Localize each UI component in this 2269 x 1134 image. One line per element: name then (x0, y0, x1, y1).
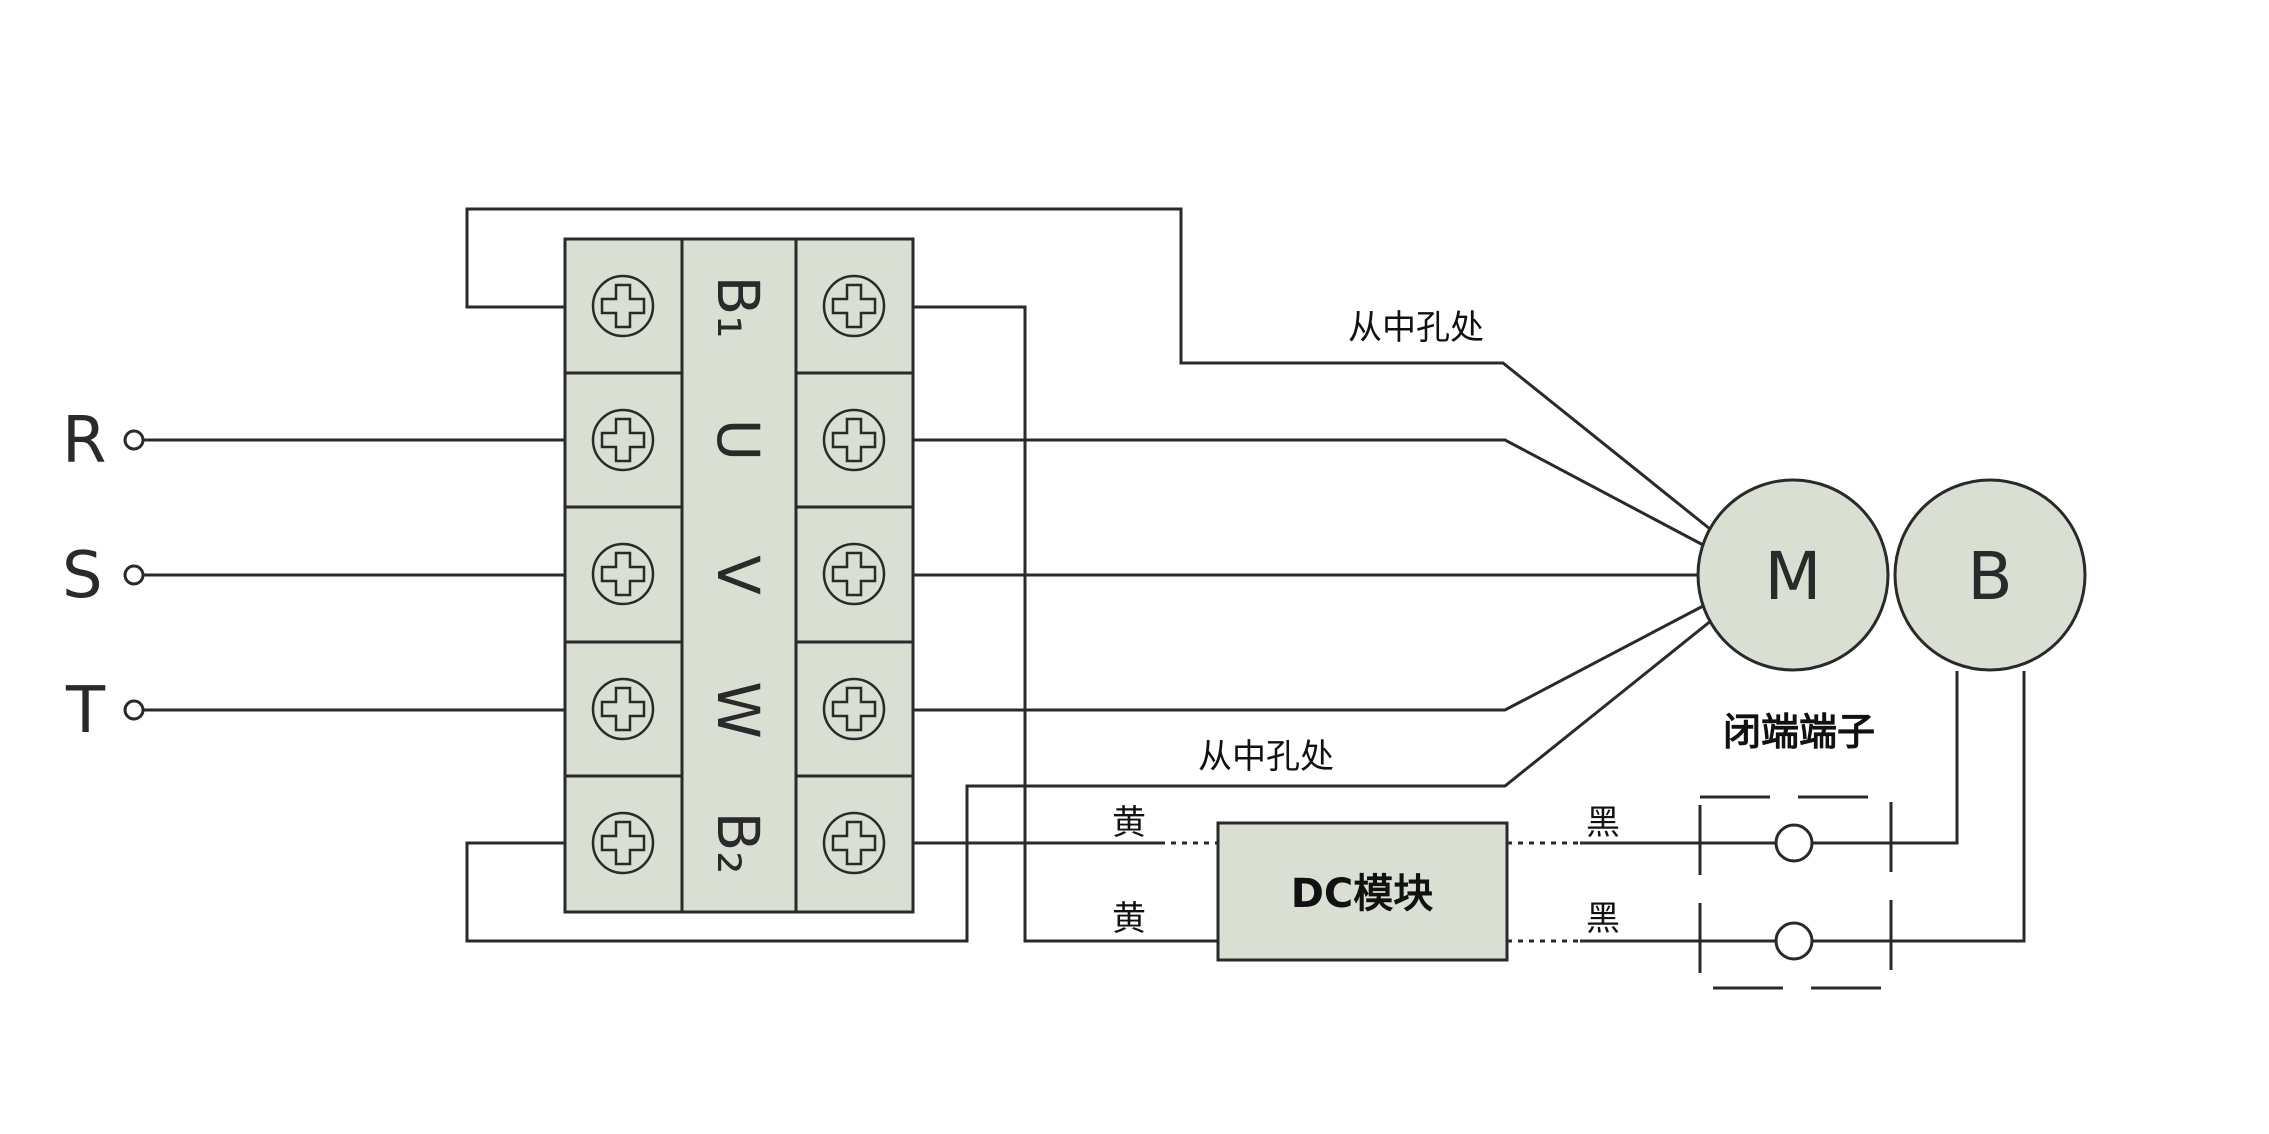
closed-end-terminal-top (1774, 823, 1814, 863)
annotation-yellow-bottom: 黄 (1112, 899, 1146, 939)
wire-u-output (913, 438, 1706, 548)
annotation-black-bottom: 黑 (1586, 899, 1620, 939)
screw-icon (822, 542, 886, 606)
terminal-block: B₁ U V W B₂ (563, 237, 915, 914)
annotation-closed-end-terminal: 闭端端子 (1723, 710, 1875, 754)
wire-terminal-bottom-to-brake (1811, 671, 2026, 943)
annotation-black-top: 黑 (1586, 803, 1620, 843)
annotation-yellow-top: 黄 (1112, 803, 1146, 843)
screw-icon (591, 542, 655, 606)
input-t-dot (123, 699, 145, 721)
motor-m-circle (1696, 478, 1890, 672)
dc-module-label: DC模块 (1291, 871, 1434, 917)
brake-b-label: B (1967, 538, 2012, 615)
wire-b2-left-loop (465, 618, 1713, 943)
wire-terminal-top-to-brake (1811, 671, 1959, 845)
wire-w-output (913, 603, 1706, 712)
screw-icon (591, 408, 655, 472)
screw-icon (822, 408, 886, 472)
label-s: S (62, 539, 103, 613)
wire-b1-right-to-module (913, 305, 1218, 943)
label-t: T (65, 674, 106, 748)
annotations: 从中孔处 从中孔处 闭端端子 黄 黄 黑 黑 (1112, 308, 1875, 939)
motor-assembly: M B (1696, 478, 2087, 672)
closed-end-terminal-bottom (1774, 921, 1814, 961)
terminal-block-screws (591, 274, 886, 875)
terminal-block-middle-strip (677, 237, 798, 914)
input-r-dot (123, 429, 145, 451)
screw-icon (822, 811, 886, 875)
dc-module-box (1216, 821, 1509, 962)
input-s-dot (123, 564, 145, 586)
label-r: R (62, 404, 106, 478)
brake-b-circle (1893, 478, 2087, 672)
wire-b1-left-loop (465, 207, 1716, 535)
annotation-from-center-hole-top: 从中孔处 (1348, 308, 1484, 348)
dc-module: DC模块 (1216, 821, 1509, 962)
screw-icon (591, 811, 655, 875)
block-label-b2: B₂ (704, 811, 772, 874)
screw-icon (822, 274, 886, 338)
screw-icon (591, 274, 655, 338)
motor-m-label: M (1765, 538, 1822, 615)
annotation-from-center-hole-bottom: 从中孔处 (1198, 737, 1334, 777)
wires (142, 207, 2026, 943)
closed-end-terminals (1698, 795, 1893, 990)
block-label-v: V (704, 555, 772, 595)
input-terminals: R S T (62, 404, 145, 748)
block-label-u: U (704, 419, 772, 461)
screw-icon (591, 677, 655, 741)
block-label-w: W (704, 681, 772, 738)
block-label-b1: B₁ (704, 275, 772, 338)
screw-icon (822, 677, 886, 741)
